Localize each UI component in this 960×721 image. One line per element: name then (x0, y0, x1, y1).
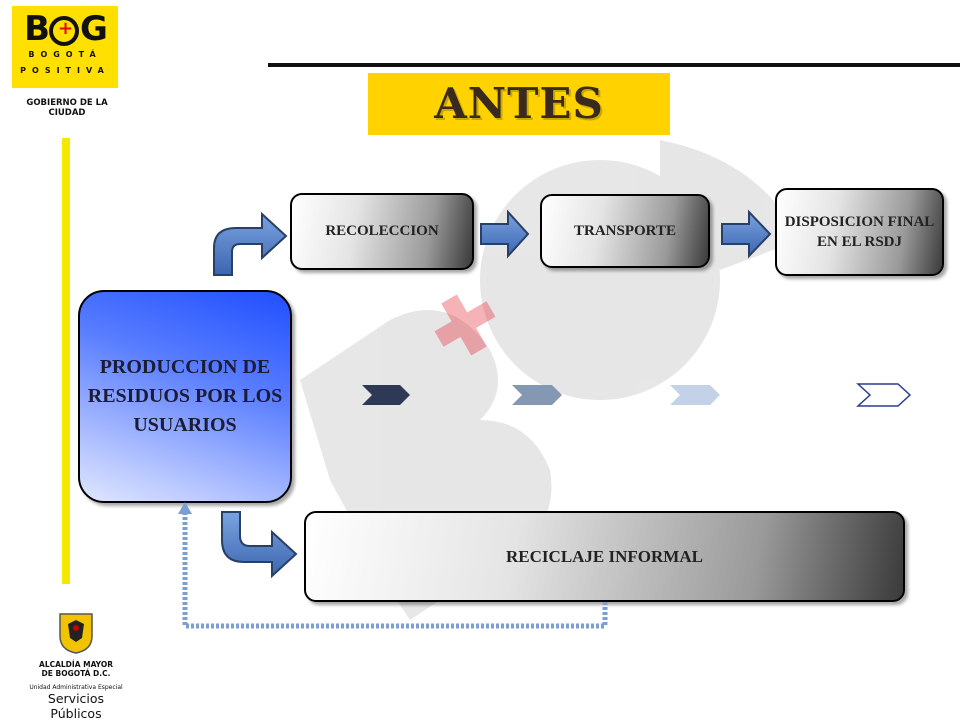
coat-of-arms-icon (59, 613, 93, 654)
disposicion-box: DISPOSICION FINAL EN EL RSDJ (775, 188, 944, 276)
page-title: ANTES (434, 79, 604, 128)
chevron-4 (856, 383, 912, 407)
arrow-recoleccion-transporte (480, 209, 530, 259)
yellow-vertical-divider (62, 138, 70, 584)
footer-line2: DE BOGOTÁ D.C. (41, 669, 111, 678)
transporte-box: TRANSPORTE (540, 194, 710, 268)
recoleccion-box: RECOLECCION (290, 193, 474, 270)
curved-arrow-down (221, 511, 298, 579)
footer-line3: Unidad Administrativa Especial (29, 684, 123, 691)
chevron-3 (670, 385, 720, 405)
footer-line4: Servicios Públicos (47, 691, 105, 721)
title-banner (368, 73, 670, 135)
logo-subtitle: GOBIERNO DE LA CIUDAD (26, 98, 108, 118)
reciclaje-box: RECICLAJE INFORMAL (304, 511, 905, 602)
footer-line1: ALCALDÍA MAYOR (39, 660, 113, 669)
chevron-2 (512, 385, 562, 405)
curved-arrow-up (213, 211, 288, 276)
produccion-box: PRODUCCION DE RESIDUOS POR LOS USUARIOS (78, 290, 292, 503)
arrow-transporte-disposicion (721, 209, 772, 259)
chevron-1 (362, 385, 410, 405)
header-divider (268, 63, 960, 67)
logo-line-bogota: BOGOTÁ (28, 50, 102, 59)
return-arrowhead (178, 502, 192, 514)
return-path (182, 510, 608, 629)
logo-line-positiva: POSITIVA (20, 66, 110, 75)
logo-wordmark: B+G (24, 9, 108, 49)
alcaldia-logo: ALCALDÍA MAYOR DE BOGOTÁ D.C. Unidad Adm… (26, 612, 126, 721)
